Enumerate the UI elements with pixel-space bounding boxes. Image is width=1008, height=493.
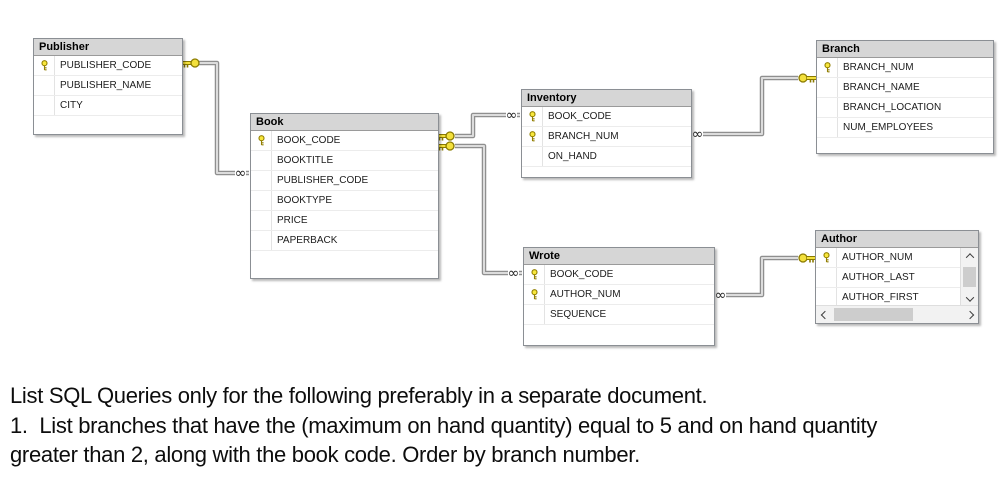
field-label: PUBLISHER_CODE <box>60 60 152 71</box>
table-title: Branch <box>822 43 860 55</box>
one-end-key-icon <box>437 131 455 141</box>
chevron-up-icon <box>965 252 974 262</box>
field-label: PRICE <box>277 215 308 226</box>
table-inventory[interactable]: Inventory BOOK_CODE BRANCH_NUM ON_HAND <box>521 89 692 178</box>
field-row-publisher-code[interactable]: PUBLISHER_CODE <box>251 171 438 191</box>
field-label: PUBLISHER_CODE <box>277 175 369 186</box>
table-inventory-title-bar[interactable]: Inventory <box>522 90 691 107</box>
field-row-branch-location[interactable]: BRANCH_LOCATION <box>817 98 993 118</box>
field-label: BOOKTITLE <box>277 155 334 166</box>
field-label: AUTHOR_FIRST <box>842 292 919 303</box>
scroll-left-button[interactable] <box>816 307 833 322</box>
primary-key-icon <box>40 60 48 71</box>
table-book[interactable]: Book BOOK_CODE BOOKTITLE PUBLISHER_CODE … <box>250 113 439 279</box>
field-label: BRANCH_NUM <box>548 131 619 142</box>
field-label: BOOK_CODE <box>548 111 612 122</box>
chevron-right-icon <box>965 310 974 319</box>
assignment-item-1-cont: greater than 2, along with the book code… <box>10 442 640 467</box>
field-row-branch-num[interactable]: BRANCH_NUM <box>522 127 691 147</box>
primary-key-icon <box>822 252 830 263</box>
field-row-booktitle[interactable]: BOOKTITLE <box>251 151 438 171</box>
primary-key-icon <box>530 269 538 280</box>
field-row-branch-num[interactable]: BRANCH_NUM <box>817 58 993 78</box>
chevron-left-icon <box>820 310 829 319</box>
field-row-on-hand[interactable]: ON_HAND <box>522 147 691 167</box>
field-row-price[interactable]: PRICE <box>251 211 438 231</box>
field-row-author-last[interactable]: AUTHOR_LAST <box>816 268 961 288</box>
field-label: AUTHOR_NUM <box>842 252 913 263</box>
field-label: BRANCH_NUM <box>843 62 914 73</box>
vertical-scroll-thumb[interactable] <box>963 267 976 287</box>
field-label: BOOKTYPE <box>277 195 333 206</box>
field-label: PAPERBACK <box>277 235 338 246</box>
field-label: BOOK_CODE <box>277 135 341 146</box>
primary-key-icon <box>528 111 536 122</box>
field-row-branch-name[interactable]: BRANCH_NAME <box>817 78 993 98</box>
field-label: BRANCH_NAME <box>843 82 920 93</box>
primary-key-icon <box>823 62 831 73</box>
field-label: BRANCH_LOCATION <box>843 102 942 113</box>
field-row-book-code[interactable]: BOOK_CODE <box>524 265 714 285</box>
primary-key-icon <box>530 289 538 300</box>
field-label: ON_HAND <box>548 151 597 162</box>
table-book-title-bar[interactable]: Book <box>251 114 438 131</box>
field-row-author-num[interactable]: AUTHOR_NUM <box>816 248 961 268</box>
relationship-inventory-branch[interactable]: ∞ <box>690 73 816 143</box>
field-row-publisher-code[interactable]: PUBLISHER_CODE <box>34 56 182 76</box>
one-end-key-icon <box>798 253 815 263</box>
field-label: NUM_EMPLOYEES <box>843 122 934 133</box>
table-publisher[interactable]: Publisher PUBLISHER_CODE PUBLISHER_NAME … <box>33 38 183 135</box>
one-end-key-icon <box>182 58 200 68</box>
table-title: Wrote <box>529 250 560 262</box>
field-row-author-first[interactable]: AUTHOR_FIRST <box>816 288 961 306</box>
relationship-book-wrote[interactable]: ∞ <box>437 141 522 282</box>
primary-key-icon <box>528 131 536 142</box>
field-row-publisher-name[interactable]: PUBLISHER_NAME <box>34 76 182 96</box>
table-title: Author <box>821 233 858 245</box>
field-row-city[interactable]: CITY <box>34 96 182 116</box>
field-row-author-num[interactable]: AUTHOR_NUM <box>524 285 714 305</box>
field-row-book-code[interactable]: BOOK_CODE <box>522 107 691 127</box>
table-author-title-bar[interactable]: Author <box>816 231 978 248</box>
table-branch-title-bar[interactable]: Branch <box>817 41 993 58</box>
table-title: Book <box>256 116 284 128</box>
table-title: Publisher <box>39 41 90 53</box>
table-branch[interactable]: Branch BRANCH_NUM BRANCH_NAME BRANCH_LOC… <box>816 40 994 154</box>
horizontal-scrollbar[interactable] <box>816 305 978 323</box>
field-label: BOOK_CODE <box>550 269 614 280</box>
scroll-down-button[interactable] <box>961 291 978 306</box>
relationship-book-inventory[interactable]: ∞ <box>437 108 520 141</box>
field-row-sequence[interactable]: SEQUENCE <box>524 305 714 325</box>
field-label: SEQUENCE <box>550 309 607 320</box>
chevron-down-icon <box>965 292 974 302</box>
horizontal-scroll-thumb[interactable] <box>834 308 914 321</box>
field-label: AUTHOR_NUM <box>550 289 621 300</box>
primary-key-icon <box>257 135 265 146</box>
field-label: PUBLISHER_NAME <box>60 80 152 91</box>
scroll-right-button[interactable] <box>961 307 978 322</box>
table-wrote[interactable]: Wrote BOOK_CODE AUTHOR_NUM SEQUENCE <box>523 247 715 346</box>
vertical-scrollbar[interactable] <box>960 248 978 306</box>
vertical-scroll-track[interactable] <box>961 263 978 291</box>
table-publisher-title-bar[interactable]: Publisher <box>34 39 182 56</box>
field-row-book-code[interactable]: BOOK_CODE <box>251 131 438 151</box>
assignment-text: List SQL Queries only for the following … <box>10 381 1005 470</box>
relationship-publisher-book[interactable]: ∞ <box>182 58 249 182</box>
scroll-up-button[interactable] <box>961 248 978 263</box>
table-wrote-title-bar[interactable]: Wrote <box>524 248 714 265</box>
assignment-intro: List SQL Queries only for the following … <box>10 383 708 408</box>
field-label: CITY <box>60 100 83 111</box>
field-row-booktype[interactable]: BOOKTYPE <box>251 191 438 211</box>
horizontal-scroll-track[interactable] <box>833 308 961 321</box>
table-title: Inventory <box>527 92 577 104</box>
assignment-item-1: 1. List branches that have the (maximum … <box>10 412 878 438</box>
field-label: AUTHOR_LAST <box>842 272 915 283</box>
one-end-key-icon <box>798 73 816 83</box>
table-author[interactable]: Author AUTHOR_NUM AUTHOR_LAST AUTHOR_FIR… <box>815 230 979 324</box>
one-end-key-icon <box>437 141 455 151</box>
relationship-wrote-author[interactable]: ∞ <box>713 253 815 304</box>
field-row-num-employees[interactable]: NUM_EMPLOYEES <box>817 118 993 138</box>
field-row-paperback[interactable]: PAPERBACK <box>251 231 438 251</box>
